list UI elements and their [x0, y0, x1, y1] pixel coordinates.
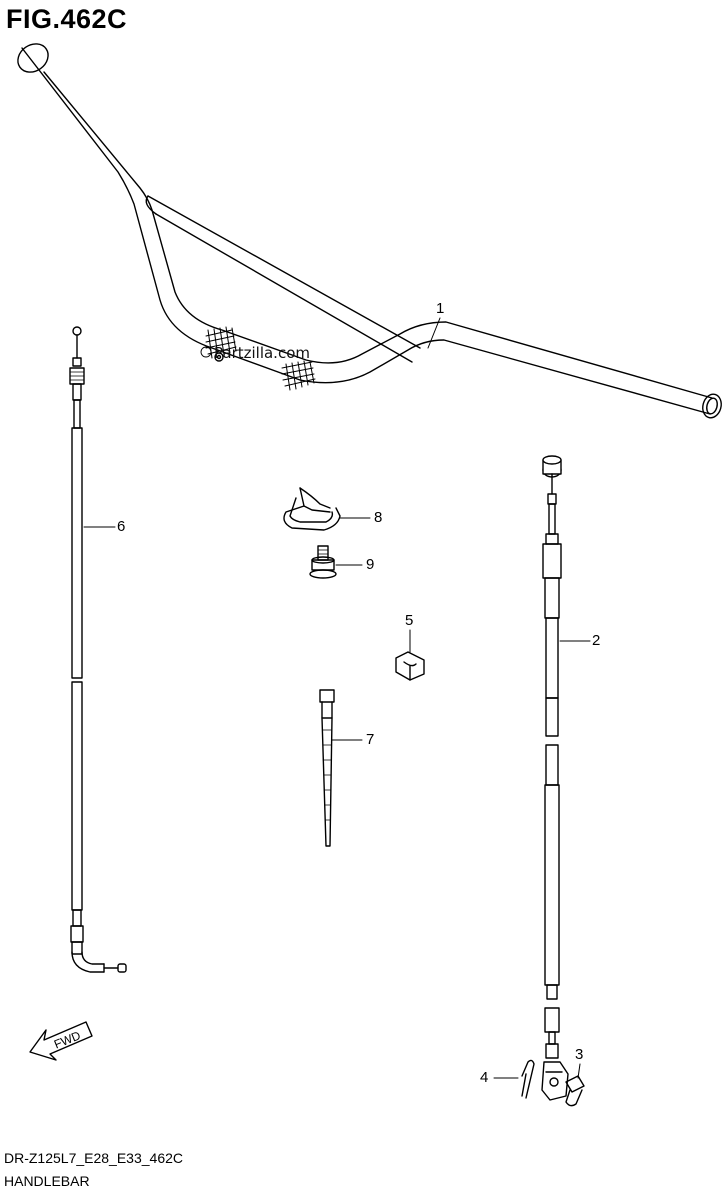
cable-clamp-5[interactable] — [395, 651, 425, 681]
wire-clamp-8[interactable] — [283, 487, 341, 531]
section-name: HANDLEBAR — [4, 1173, 90, 1189]
callout-1[interactable]: 1 — [436, 300, 445, 317]
throttle-cable[interactable] — [541, 455, 569, 1101]
callout-8[interactable]: 8 — [374, 509, 383, 526]
callout-5[interactable]: 5 — [405, 612, 414, 629]
cotter-pin-4[interactable] — [521, 1059, 535, 1099]
fwd-label: FWD — [52, 1028, 83, 1051]
callout-4[interactable]: 4 — [480, 1069, 489, 1086]
callout-6[interactable]: 6 — [117, 518, 126, 535]
callout-2[interactable]: 2 — [592, 632, 601, 649]
callout-7[interactable]: 7 — [366, 731, 375, 748]
handlebar[interactable] — [12, 38, 723, 420]
callout-9[interactable]: 9 — [366, 556, 375, 573]
callout-3[interactable]: 3 — [575, 1046, 584, 1063]
copyright-icon — [200, 346, 212, 358]
watermark: Partzilla.com — [214, 344, 310, 362]
fwd-arrow — [29, 1021, 93, 1061]
cable-tie-7[interactable] — [319, 689, 335, 847]
clutch-cable[interactable] — [69, 326, 127, 973]
bolt-9[interactable] — [309, 545, 337, 579]
pin-3[interactable] — [565, 1075, 585, 1107]
figure-title: FIG.462C — [6, 4, 128, 34]
model-code: DR-Z125L7_E28_E33_462C — [4, 1150, 184, 1166]
